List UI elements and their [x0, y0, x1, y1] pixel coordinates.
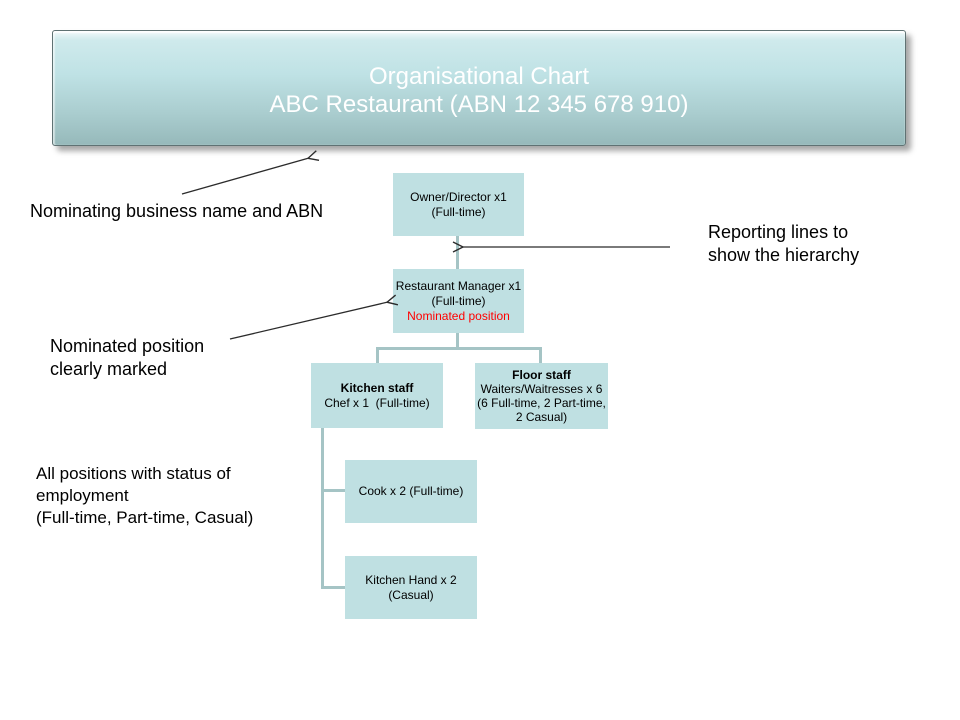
annotation-text: clearly marked [50, 359, 168, 379]
node-kitchen-hand: Kitchen Hand x 2 (Casual) [345, 556, 477, 619]
node-text: Waiters/Waitresses x 6 [480, 382, 603, 396]
node-text: (Casual) [388, 587, 434, 602]
arrow-nominated-position [229, 294, 399, 340]
connector-owner-manager [456, 236, 459, 269]
annotation-business-name-abn: Nominating business name and ABN [30, 200, 323, 223]
node-text: Kitchen Hand x 2 [365, 572, 457, 587]
connector-cook-stub [321, 489, 345, 492]
annotation-text: Nominated position [50, 336, 205, 356]
node-text: (Full-time) [431, 293, 486, 308]
annotation-text: Reporting lines to [708, 222, 849, 242]
annotation-text: employment [36, 486, 129, 505]
node-text: (Full-time) [431, 204, 486, 219]
node-title: Kitchen staff [340, 380, 414, 395]
node-text: Chef x 1 (Full-time) [324, 395, 430, 410]
node-text: 2 Casual) [515, 410, 568, 424]
node-text: Restaurant Manager x1 [395, 278, 522, 293]
annotation-text: show the hierarchy [708, 245, 860, 265]
title-banner: Organisational Chart ABC Restaurant (ABN… [52, 30, 906, 146]
node-cook: Cook x 2 (Full-time) [345, 460, 477, 523]
node-restaurant-manager: Restaurant Manager x1 (Full-time) Nomina… [393, 269, 524, 333]
title-line-2: ABC Restaurant (ABN 12 345 678 910) [269, 91, 689, 118]
node-owner-director: Owner/Director x1 (Full-time) [393, 173, 524, 236]
nominated-position-label: Nominated position [407, 308, 510, 323]
node-kitchen-staff: Kitchen staff Chef x 1 (Full-time) [311, 363, 443, 428]
arrow-business-name-abn [181, 150, 320, 195]
connector-kitchen-hand-stub [321, 586, 345, 589]
connector-kitchen-subtree [321, 428, 324, 589]
annotation-employment-status: All positions with status of employment … [36, 463, 253, 529]
connector-kitchen-drop [376, 347, 379, 363]
node-text: Owner/Director x1 [410, 189, 507, 204]
connector-branch-horizontal [376, 347, 542, 350]
node-text: (6 Full-time, 2 Part-time, [477, 396, 606, 410]
node-text: Cook x 2 (Full-time) [358, 484, 464, 498]
connector-floor-drop [539, 347, 542, 363]
title-line-1: Organisational Chart [368, 63, 590, 90]
annotation-text: (Full-time, Part-time, Casual) [36, 508, 254, 527]
annotation-text: Nominating business name and ABN [30, 201, 324, 221]
connector-manager-drop [456, 333, 459, 350]
annotation-reporting-lines: Reporting lines to show the hierarchy [708, 221, 859, 267]
annotation-nominated-position: Nominated position clearly marked [50, 335, 204, 381]
node-title: Floor staff [512, 368, 571, 382]
annotation-text: All positions with status of [36, 464, 231, 483]
node-floor-staff: Floor staff Waiters/Waitresses x 6 (6 Fu… [475, 363, 608, 429]
